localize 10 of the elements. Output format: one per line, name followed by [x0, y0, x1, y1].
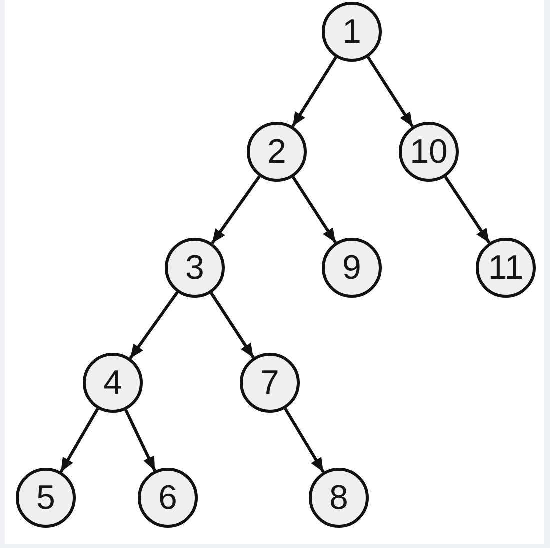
- arrow: [129, 292, 179, 360]
- arrow: [444, 176, 491, 244]
- arrow: [60, 408, 100, 473]
- arrow: [284, 408, 325, 474]
- arrow: [292, 176, 337, 244]
- arrow: [211, 176, 261, 244]
- arrow: [210, 292, 255, 359]
- arrow: [366, 56, 414, 128]
- arrow: [292, 56, 338, 128]
- arrow: [124, 409, 156, 472]
